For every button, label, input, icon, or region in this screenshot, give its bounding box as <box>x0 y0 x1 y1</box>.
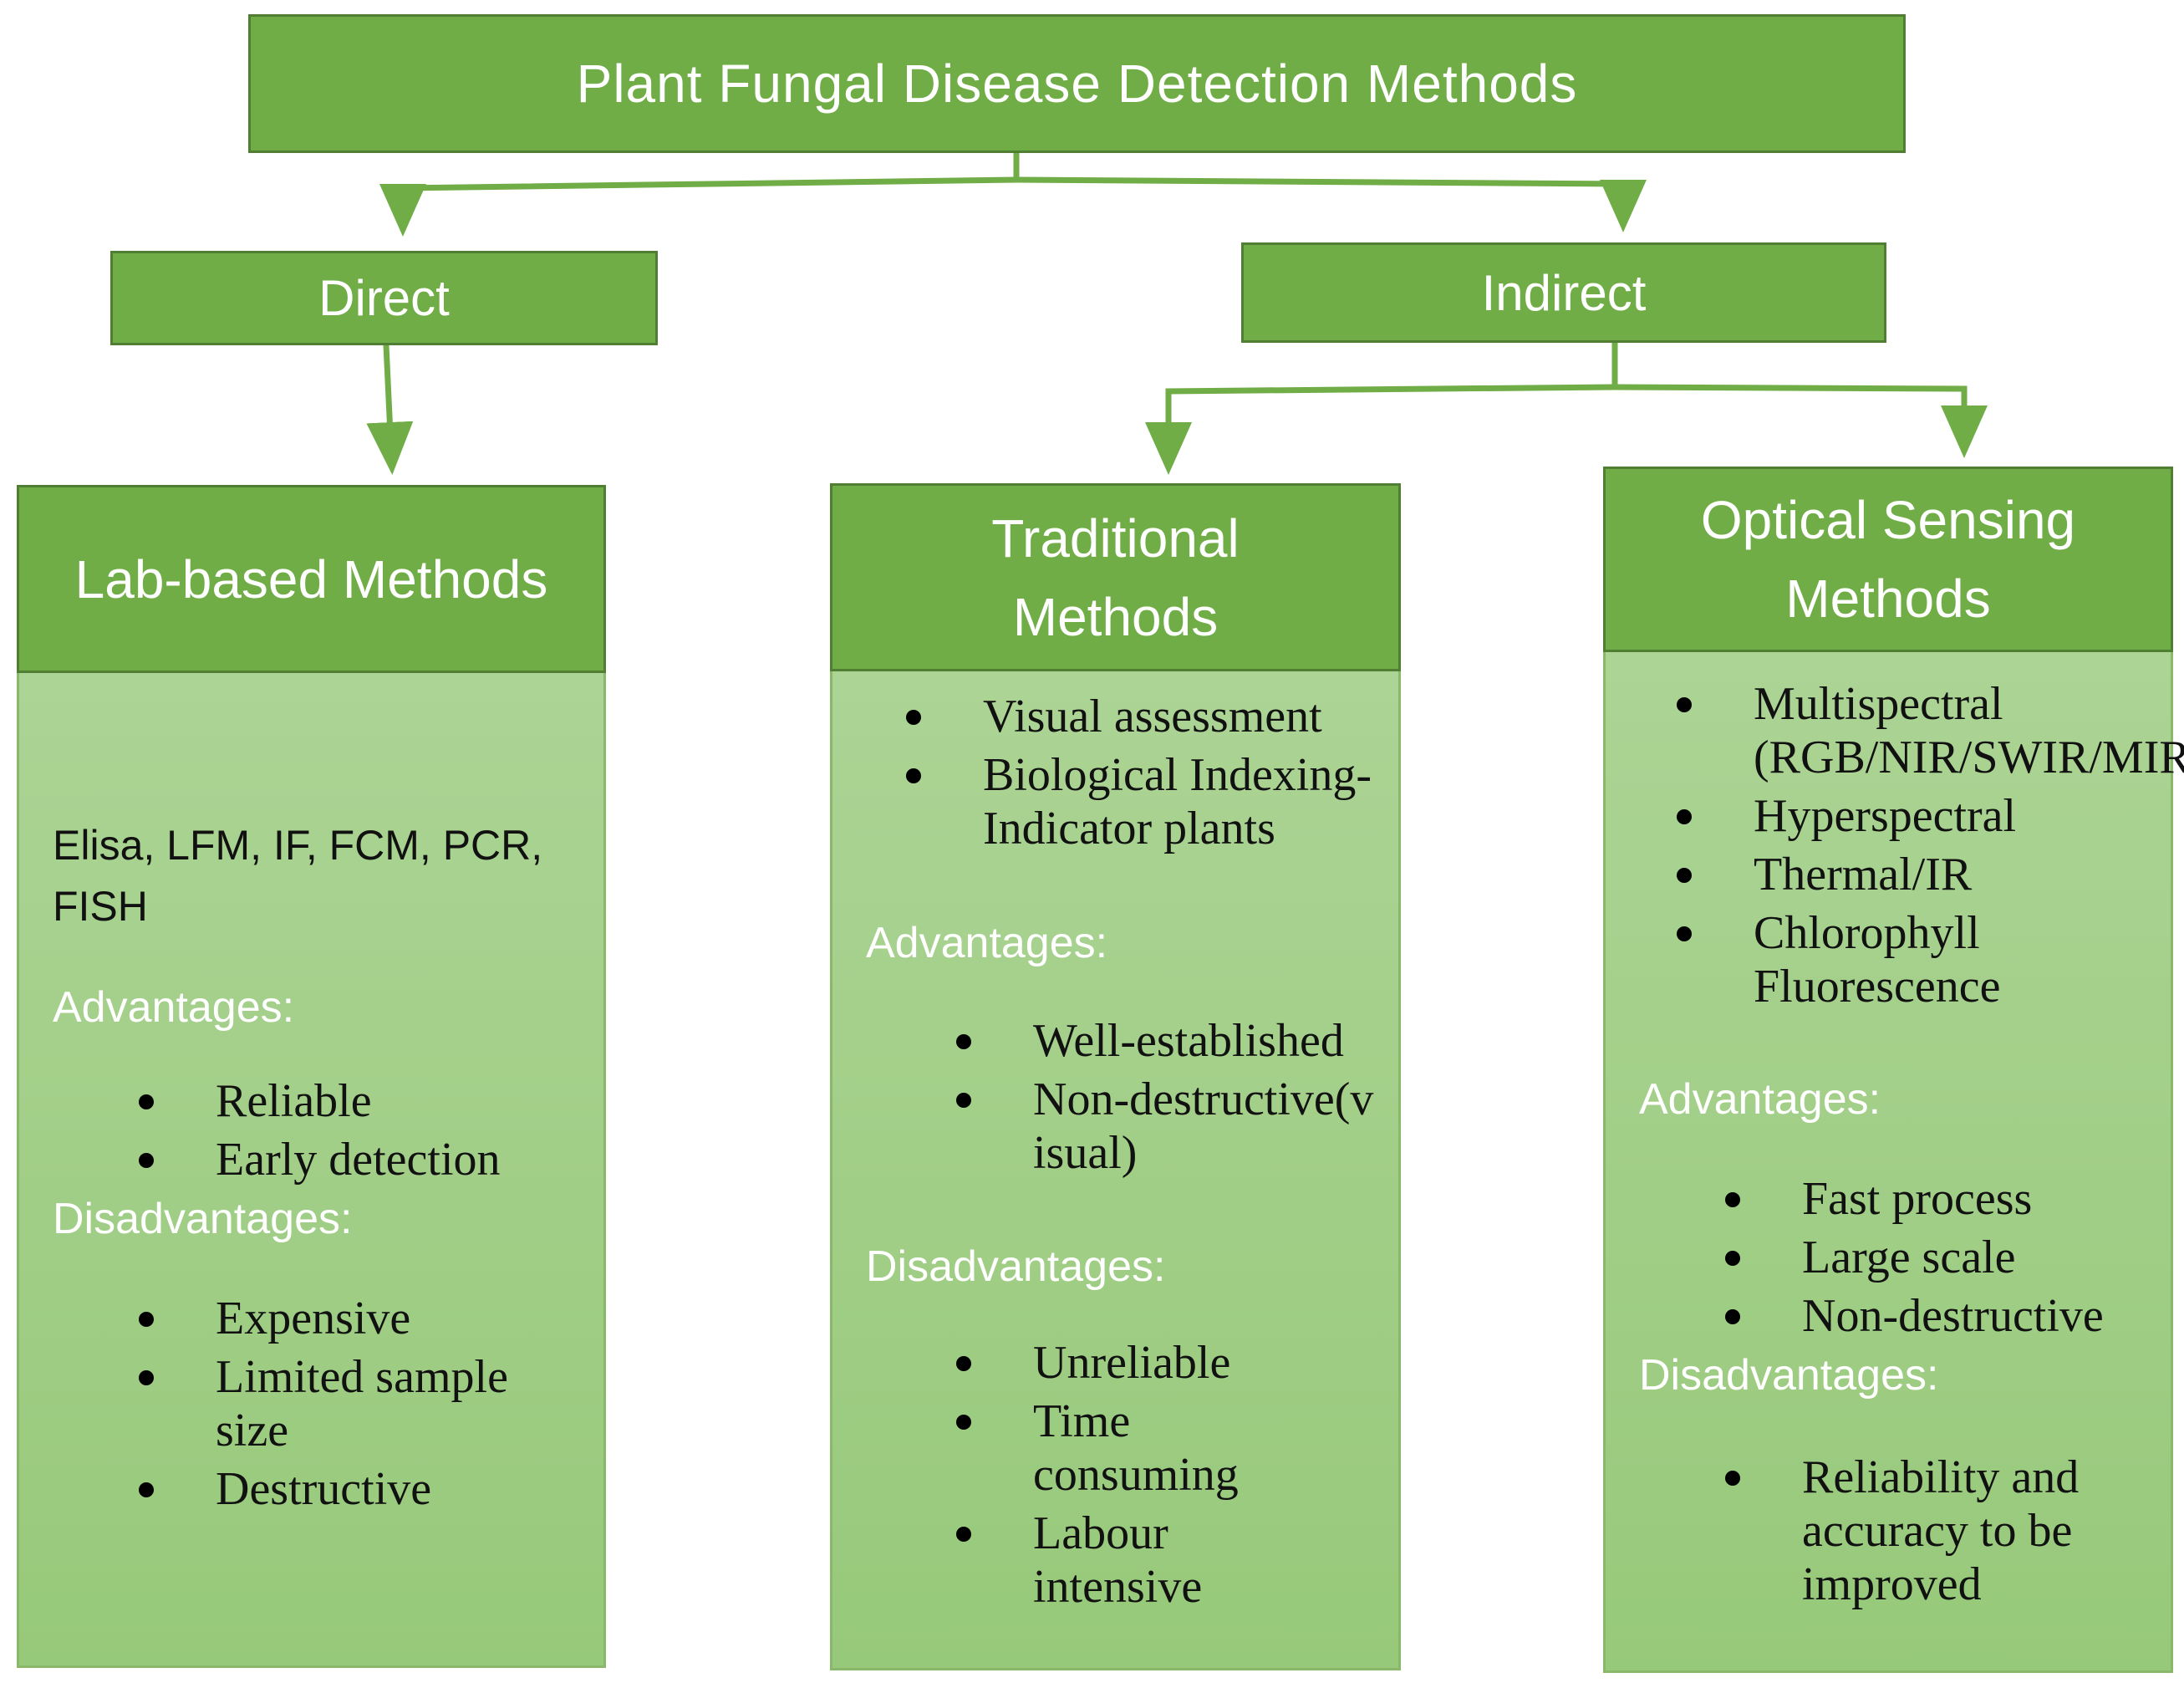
lab-based-advantages-list: Reliable Early detection <box>139 1074 583 1191</box>
bullet-icon <box>1677 809 1692 824</box>
lab-based-panel: Elisa, LFM, IF, FCM, PCR, FISH Advantage… <box>17 673 606 1668</box>
bullet-icon <box>956 1527 971 1542</box>
list-item: Destructive <box>139 1462 567 1516</box>
optical-sensing-column: Optical Sensing Methods Multispectral (R… <box>1603 467 2184 1673</box>
direct-node-label: Direct <box>318 270 450 326</box>
traditional-column: Traditional Methods Visual assessment Bi… <box>830 483 1401 1670</box>
lab-based-heading-label: Lab-based Methods <box>74 548 548 609</box>
optical-sensing-panel: Multispectral (RGB/NIR/SWIR/MIR) Hypersp… <box>1603 652 2184 1673</box>
optical-sensing-methods-list: Multispectral (RGB/NIR/SWIR/MIR) Hypersp… <box>1677 677 2184 1018</box>
bullet-icon <box>139 1482 154 1497</box>
bullet-icon <box>139 1094 154 1109</box>
lab-based-disadvantages-list: Expensive Limited sample size Destructiv… <box>139 1292 567 1521</box>
direct-node: Direct <box>110 251 658 345</box>
bullet-icon <box>1677 697 1692 712</box>
bullet-icon <box>139 1370 154 1385</box>
connector-direct-to-lab <box>366 342 414 475</box>
list-item: Expensive <box>139 1292 567 1345</box>
traditional-heading-label: Traditional Methods <box>991 507 1240 647</box>
traditional-heading: Traditional Methods <box>830 483 1401 671</box>
bullet-icon <box>956 1093 971 1108</box>
traditional-advantages-list: Well-established Non-destructive(visual) <box>956 1014 1376 1185</box>
list-item: Time consuming <box>956 1395 1275 1502</box>
bullet-icon <box>906 768 921 783</box>
connector-root-to-indirect <box>1013 176 1647 232</box>
lab-based-column: Lab-based Methods Elisa, LFM, IF, FCM, P… <box>17 485 606 1668</box>
traditional-advantages-title: Advantages: <box>866 919 1108 967</box>
bullet-icon <box>1725 1309 1740 1324</box>
indirect-node-label: Indirect <box>1481 264 1647 321</box>
lab-based-disadvantages-title: Disadvantages: <box>53 1195 353 1243</box>
list-item: Large scale <box>1725 1231 2153 1284</box>
bullet-icon <box>1725 1471 1740 1486</box>
lab-based-methods-text: Elisa, LFM, IF, FCM, PCR, FISH <box>53 822 543 930</box>
connector-indirect-to-traditional <box>1145 384 1618 475</box>
optical-sensing-disadvantages-list: Reliability and accuracy to be improved <box>1725 1451 2153 1616</box>
list-item: Visual assessment <box>906 690 1376 743</box>
list-item: Biological Indexing-Indicator plants <box>906 748 1376 855</box>
bullet-icon <box>1677 868 1692 883</box>
root-node-label: Plant Fungal Disease Detection Methods <box>576 54 1578 114</box>
list-item: Multispectral (RGB/NIR/SWIR/MIR) <box>1677 677 2184 784</box>
optical-sensing-advantages-title: Advantages: <box>1639 1075 1881 1124</box>
optical-sensing-heading: Optical Sensing Methods <box>1603 467 2173 652</box>
traditional-panel: Visual assessment Biological Indexing-In… <box>830 671 1401 1670</box>
list-item: Hyperspectral <box>1677 789 2155 843</box>
list-item: Unreliable <box>956 1336 1275 1390</box>
indirect-node: Indirect <box>1241 242 1886 343</box>
bullet-icon <box>1725 1192 1740 1207</box>
traditional-disadvantages-list: Unreliable Time consuming Labour intensi… <box>956 1336 1275 1619</box>
bullet-icon <box>1725 1251 1740 1266</box>
list-item: Labour intensive <box>956 1507 1275 1614</box>
bullet-icon <box>139 1312 154 1327</box>
traditional-disadvantages-title: Disadvantages: <box>866 1242 1166 1291</box>
connector-root-to-direct <box>379 176 1020 237</box>
list-item: Non-destructive <box>1725 1289 2153 1343</box>
list-item: Early detection <box>139 1133 583 1186</box>
list-item: Well-established <box>956 1014 1376 1068</box>
optical-sensing-heading-label: Optical Sensing Methods <box>1700 490 2076 629</box>
list-item: Reliable <box>139 1074 583 1128</box>
optical-sensing-advantages-list: Fast process Large scale Non-destructive <box>1725 1172 2153 1348</box>
traditional-methods-list: Visual assessment Biological Indexing-In… <box>906 690 1376 860</box>
list-item: Non-destructive(visual) <box>956 1073 1376 1180</box>
list-item: Fast process <box>1725 1172 2153 1226</box>
bullet-icon <box>906 710 921 725</box>
bullet-icon <box>956 1034 971 1049</box>
root-node: Plant Fungal Disease Detection Methods <box>248 14 1906 153</box>
optical-sensing-disadvantages-title: Disadvantages: <box>1639 1351 1939 1400</box>
bullet-icon <box>956 1356 971 1371</box>
list-item: Thermal/IR <box>1677 848 2155 901</box>
list-item: Reliability and accuracy to be improved <box>1725 1451 2153 1611</box>
lab-based-advantages-title: Advantages: <box>53 983 295 1032</box>
bullet-icon <box>139 1153 154 1168</box>
list-item: Limited sample size <box>139 1350 567 1457</box>
bullet-icon <box>1677 926 1692 941</box>
connector-indirect-to-optical <box>1611 384 1988 458</box>
lab-based-heading: Lab-based Methods <box>17 485 606 673</box>
list-item: Chlorophyll Fluorescence <box>1677 906 2155 1013</box>
bullet-icon <box>956 1415 971 1430</box>
